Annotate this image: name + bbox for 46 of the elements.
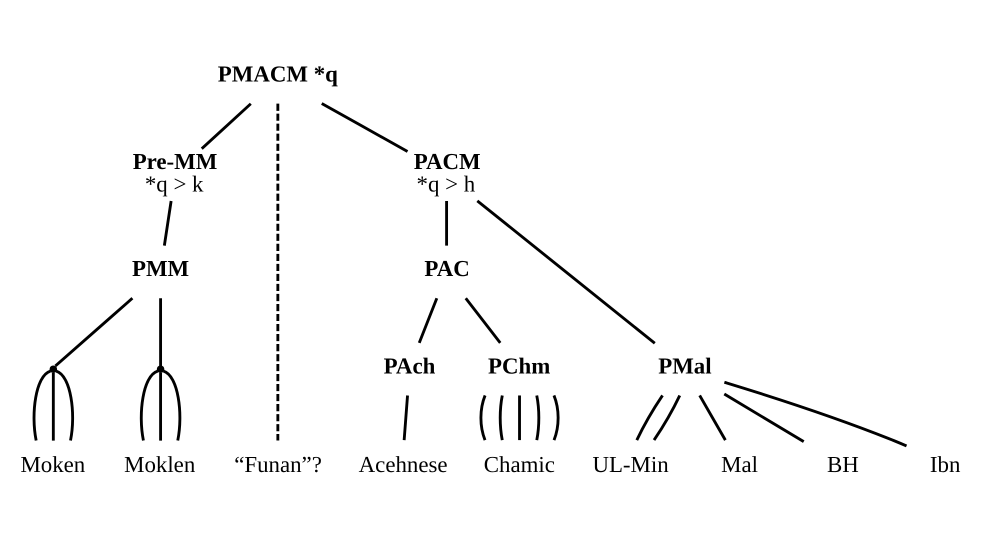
connector bbox=[402, 394, 408, 440]
node-text: PMM bbox=[131, 256, 189, 281]
connector bbox=[552, 394, 560, 440]
connector bbox=[518, 394, 520, 440]
node-point bbox=[156, 364, 164, 373]
connector bbox=[723, 392, 804, 442]
connector bbox=[723, 380, 907, 447]
connector bbox=[320, 102, 408, 152]
node-text: PAch bbox=[383, 352, 435, 378]
node-text: “Funan”? bbox=[234, 451, 322, 476]
connector bbox=[276, 103, 279, 440]
node-text: Ibn bbox=[929, 451, 960, 476]
node-text: Moklen bbox=[124, 451, 195, 476]
connector bbox=[158, 372, 162, 440]
node-text: UL-Min bbox=[592, 451, 668, 476]
connector bbox=[476, 199, 656, 344]
node-text: Mal bbox=[720, 451, 758, 476]
connector bbox=[55, 369, 74, 440]
connector bbox=[635, 394, 664, 440]
node-text: PChm bbox=[488, 352, 550, 378]
node-text: Moken bbox=[20, 451, 85, 476]
node-text: PMal bbox=[658, 352, 712, 378]
connector bbox=[444, 200, 448, 246]
connector bbox=[479, 394, 486, 440]
connector bbox=[698, 394, 726, 440]
connector bbox=[139, 369, 158, 440]
node-text: PAC bbox=[424, 256, 470, 281]
connector bbox=[652, 394, 681, 440]
node-point bbox=[49, 364, 57, 373]
connector bbox=[162, 369, 181, 440]
node-text: Chamic bbox=[483, 451, 554, 476]
connector bbox=[162, 200, 172, 246]
node-text: Pre-MM *q > k bbox=[132, 148, 217, 196]
node-text: PMACM *q bbox=[217, 61, 338, 86]
connector bbox=[498, 394, 504, 440]
connector bbox=[32, 369, 51, 440]
connector bbox=[464, 296, 501, 344]
node-text: BH bbox=[826, 451, 858, 476]
node-text: Acehnese bbox=[358, 451, 448, 476]
node-text: PACM *q > h bbox=[413, 148, 480, 196]
connector bbox=[51, 372, 54, 440]
connector bbox=[200, 102, 252, 150]
connector bbox=[417, 297, 438, 343]
connector bbox=[54, 296, 133, 367]
connector bbox=[158, 298, 162, 366]
connector bbox=[534, 394, 540, 440]
